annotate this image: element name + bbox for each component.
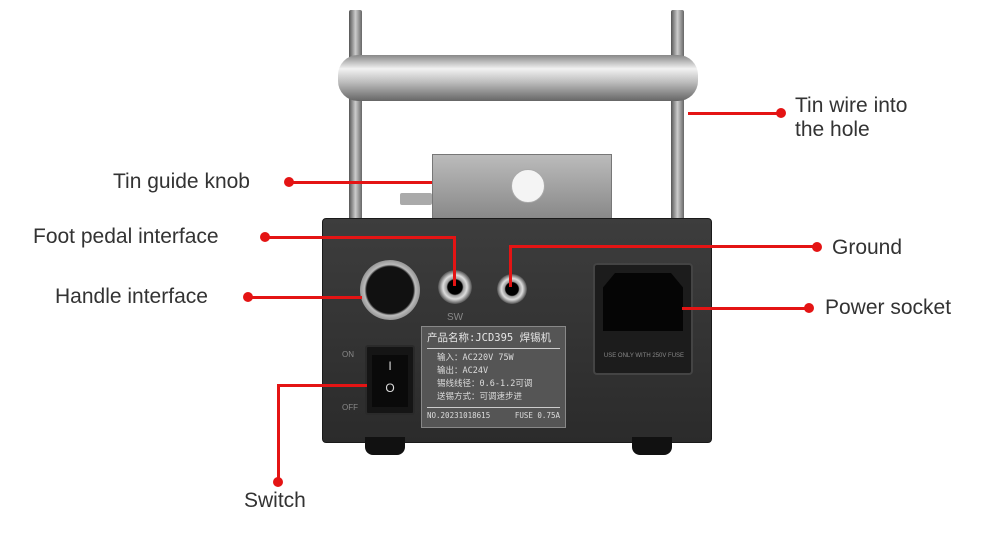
on-label: ON bbox=[342, 350, 354, 359]
handle-post-left bbox=[349, 10, 362, 222]
nameplate: 产品名称:JCD395 焊锡机 输入：AC220V 75W 输出：AC24V 锡… bbox=[421, 326, 566, 428]
callout-line-power bbox=[682, 307, 809, 310]
label-handle: Handle interface bbox=[55, 285, 208, 308]
power-socket[interactable]: USE ONLY WITH 250V FUSE bbox=[593, 263, 693, 375]
foot-left bbox=[365, 437, 405, 455]
tin-rod bbox=[338, 55, 698, 101]
tin-guide-plate bbox=[432, 154, 612, 220]
callout-dot-knob bbox=[284, 177, 294, 187]
foot-right bbox=[632, 437, 672, 455]
handle-connector[interactable] bbox=[360, 260, 420, 320]
label-switch: Switch bbox=[244, 489, 306, 512]
label-power-socket: Power socket bbox=[825, 296, 952, 319]
power-switch[interactable]: I O bbox=[365, 345, 415, 415]
callout-dot-ground bbox=[812, 242, 822, 252]
label-tin-wire-line2: the hole bbox=[795, 118, 870, 141]
callout-line-handle bbox=[248, 296, 362, 299]
nameplate-line: 输入：AC220V 75W bbox=[437, 353, 514, 363]
callout-dot-switch bbox=[273, 477, 283, 487]
socket-label: USE ONLY WITH 250V FUSE bbox=[603, 353, 685, 359]
callout-dot-power bbox=[804, 303, 814, 313]
tin-guide-knob[interactable] bbox=[400, 193, 432, 205]
nameplate-line: 锡线线径：0.6-1.2可调 bbox=[437, 379, 533, 389]
nameplate-serial: NO.20231018615 bbox=[427, 411, 491, 420]
callout-line-tin-wire bbox=[688, 112, 780, 115]
switch-off-symbol: O bbox=[385, 381, 395, 395]
nameplate-fuse: FUSE 0.75A bbox=[514, 411, 560, 420]
label-tin-guide-knob: Tin guide knob bbox=[113, 170, 250, 193]
callout-dot-foot-pedal bbox=[260, 232, 270, 242]
label-foot-pedal: Foot pedal interface bbox=[33, 225, 219, 248]
callout-line-foot-pedal-v bbox=[453, 236, 456, 286]
handle-post-right bbox=[671, 10, 684, 222]
sw-label: SW bbox=[447, 312, 464, 323]
callout-dot-tin-wire bbox=[776, 108, 786, 118]
callout-line-foot-pedal bbox=[265, 236, 456, 239]
callout-dot-handle bbox=[243, 292, 253, 302]
ground-jack[interactable] bbox=[497, 274, 527, 304]
label-ground: Ground bbox=[832, 236, 903, 259]
tin-guide-wheel bbox=[511, 169, 545, 203]
label-tin-wire: Tin wire into the hole bbox=[795, 94, 907, 142]
nameplate-title: 产品名称:JCD395 焊锡机 bbox=[427, 332, 552, 344]
nameplate-line: 输出：AC24V bbox=[437, 366, 489, 376]
switch-on-symbol: I bbox=[388, 359, 392, 373]
callout-line-knob bbox=[289, 181, 432, 184]
callout-line-switch bbox=[277, 384, 367, 387]
callout-line-ground bbox=[509, 245, 817, 248]
off-label: OFF bbox=[342, 403, 358, 412]
label-tin-wire-line1: Tin wire into bbox=[795, 94, 908, 117]
callout-line-ground-v bbox=[509, 245, 512, 287]
callout-line-switch-v bbox=[277, 384, 280, 482]
nameplate-line: 送锡方式：可调速步进 bbox=[437, 392, 523, 402]
